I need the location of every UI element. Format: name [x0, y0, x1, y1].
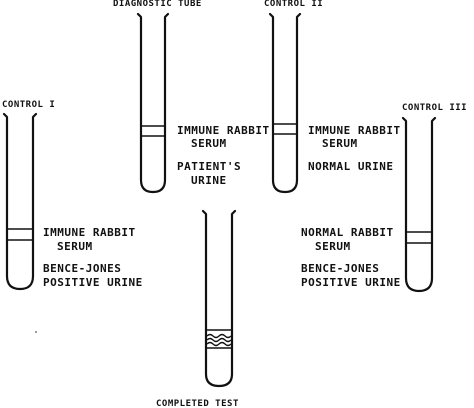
completed-test-title: COMPLETED TEST: [156, 399, 239, 408]
control-3-title: CONTROL III: [402, 103, 468, 113]
completed-test-tube: [201, 209, 237, 388]
control-2-lower-label-1: NORMAL URINE: [308, 160, 394, 173]
control-1-lower-label-2: POSITIVE URINE: [43, 276, 143, 289]
control-2-tube: [268, 12, 302, 194]
control-2-upper-label-1: IMMUNE RABBIT: [308, 124, 401, 137]
control-1-upper-label-1: IMMUNE RABBIT: [43, 226, 136, 239]
diagnostic-tube-title: DIAGNOSTIC TUBE: [113, 0, 202, 9]
control-1-tube: [2, 112, 38, 291]
diagnostic-upper-label-2: SERUM: [191, 137, 227, 150]
control-3-tube: [401, 116, 437, 293]
control-2-title: CONTROL II: [264, 0, 324, 9]
control-1-upper-label-2: SERUM: [57, 240, 93, 253]
control-1-lower-label-1: BENCE-JONES: [43, 262, 122, 275]
control-3-upper-label-2: SERUM: [315, 240, 351, 253]
control-3-upper-label-1: NORMAL RABBIT: [301, 226, 394, 239]
diagnostic-tube: [136, 12, 170, 194]
control-3-lower-label-2: POSITIVE URINE: [301, 276, 401, 289]
control-1-title: CONTROL I: [2, 100, 56, 110]
control-3-lower-label-1: BENCE-JONES: [301, 262, 380, 275]
diagnostic-upper-label-1: IMMUNE RABBIT: [177, 124, 270, 137]
control-2-upper-label-2: SERUM: [322, 137, 358, 150]
diagnostic-lower-label-2: URINE: [191, 174, 227, 187]
speck: [35, 331, 37, 333]
precipitate-ring: [206, 333, 232, 347]
diagnostic-lower-label-1: PATIENT'S: [177, 160, 242, 173]
